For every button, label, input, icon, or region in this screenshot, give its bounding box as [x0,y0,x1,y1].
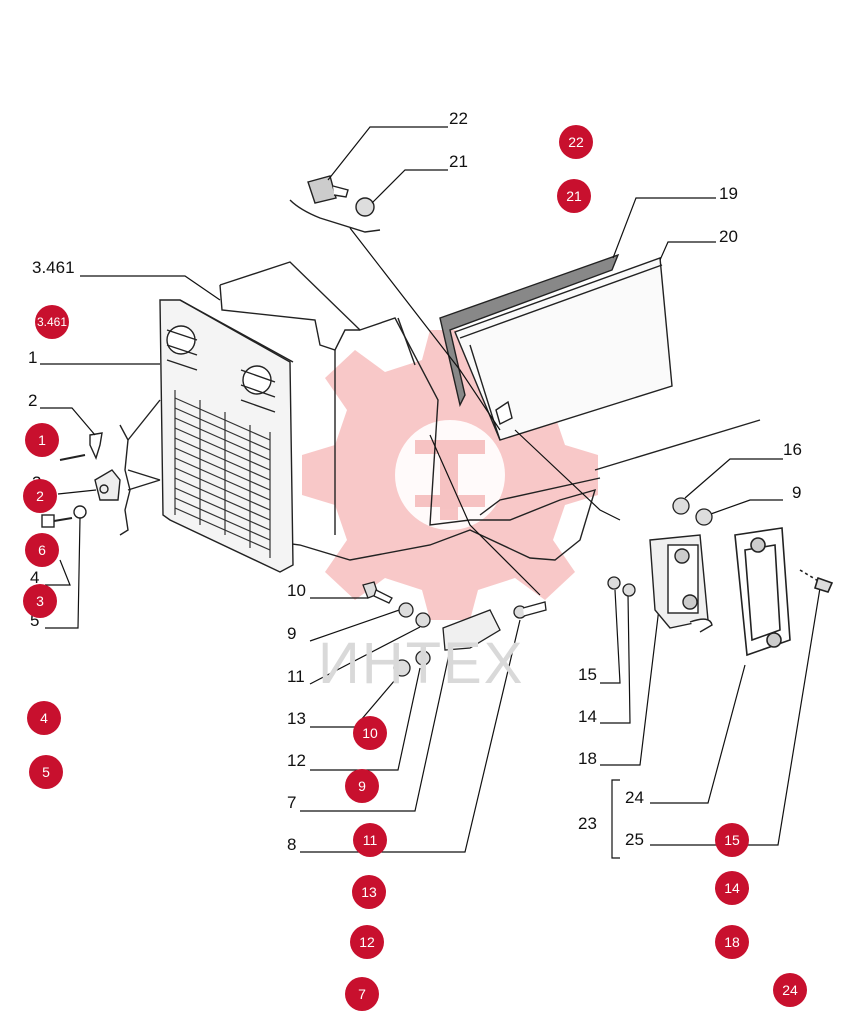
hotspot-22[interactable]: 22 [559,125,593,159]
hood-housing [219,261,761,561]
hotspot-12[interactable]: 12 [350,925,384,959]
hotspot-21[interactable]: 21 [557,179,591,213]
glass-panel [439,253,673,441]
hotspot-2[interactable]: 2 [23,479,57,513]
callout-9-top: 9 [792,483,802,502]
callout-15: 15 [578,665,597,684]
grille-panel [159,299,294,573]
callout-19: 19 [719,184,738,203]
watermark-logo-mark [415,440,485,520]
hotspot-5[interactable]: 5 [29,755,63,789]
callout-11: 11 [287,667,305,686]
hotspot-7[interactable]: 7 [345,977,379,1011]
callout-2: 2 [28,391,38,410]
callout-13: 13 [287,709,306,728]
callout-25: 25 [625,830,644,849]
callout-9: 9 [287,624,297,643]
hotspot-10[interactable]: 10 [353,716,387,750]
callout-23: 23 [578,814,597,833]
callout-5: 5 [30,611,40,630]
callout-14: 14 [578,707,597,726]
fasteners [362,497,713,677]
hotspot-14[interactable]: 14 [715,871,749,905]
callout-12: 12 [287,751,306,770]
hotspot-6[interactable]: 6 [25,533,59,567]
callout-22: 22 [449,109,468,128]
hotspot-24[interactable]: 24 [773,973,807,1007]
callout-24: 24 [625,788,644,807]
hotspot-9[interactable]: 9 [345,769,379,803]
hotspot-3[interactable]: 3 [23,584,57,618]
screw-and-nut [289,175,381,233]
callout-8: 8 [287,835,297,854]
watermark-text: ИНТЕХ [318,631,525,696]
callout-1: 1 [28,348,38,367]
callout-18: 18 [578,749,597,768]
hotspot-18[interactable]: 18 [715,925,749,959]
hotspot-13[interactable]: 13 [352,875,386,909]
hinge-bracket [41,399,161,536]
hotspot-15[interactable]: 15 [715,823,749,857]
leader-lines [40,126,821,859]
callout-20: 20 [719,227,738,246]
callout-7: 7 [287,793,297,812]
callout-4: 4 [30,568,40,587]
hotspot-1[interactable]: 1 [25,423,59,457]
callout-16: 16 [783,440,802,459]
callout-3-461: 3.461 [32,258,75,277]
hotspot-4[interactable]: 4 [27,701,61,735]
hotspot-3-461[interactable]: 3.461 [35,305,69,339]
callout-21: 21 [449,152,468,171]
hotspot-11[interactable]: 11 [353,823,387,857]
callout-10: 10 [287,581,306,600]
latch-assembly [649,534,713,633]
handle [734,527,834,657]
